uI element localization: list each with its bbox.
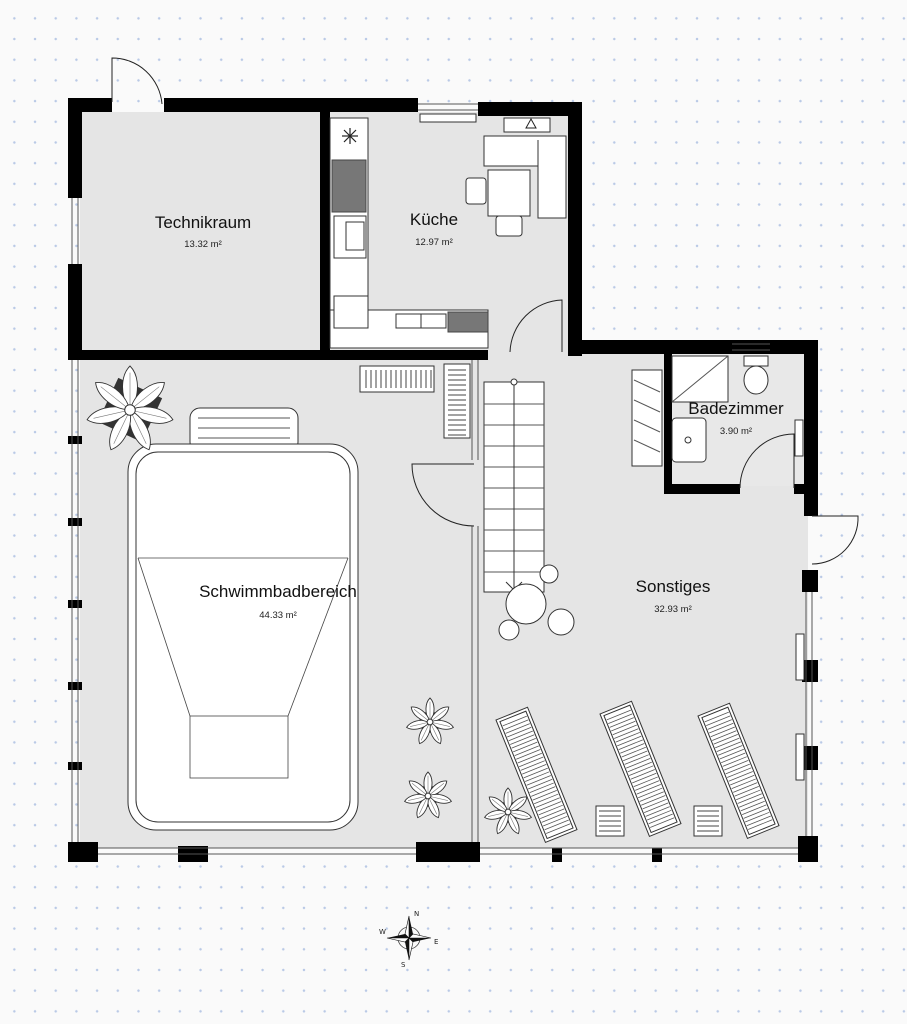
bathroom-fixtures [631, 355, 769, 467]
compass-n: N [414, 910, 419, 918]
room-area-sonstiges: 32.93 m² [654, 604, 692, 615]
wall-sonstiges-top [568, 340, 818, 354]
bench-vertical [443, 363, 471, 439]
chair-bottom [495, 215, 523, 237]
sun-lounger [495, 706, 578, 844]
plant-icon [483, 787, 533, 835]
chair-left [465, 177, 487, 205]
pool-floor-lines [137, 557, 349, 779]
doors [111, 57, 859, 565]
wall-kitchen-top-right [478, 102, 582, 116]
counter-corner [333, 295, 369, 329]
compass-w: W [379, 928, 386, 936]
wall-bottom-left [68, 842, 98, 862]
room-labels: Technikraum 13.32 m² Küche 12.97 m² Bade… [155, 210, 784, 621]
wall-bath-bottom-right [794, 484, 808, 494]
room-name-kueche: Küche [410, 210, 458, 229]
radiator-right-2 [795, 733, 805, 781]
windows [71, 103, 813, 855]
door-kitchen[interactable] [509, 299, 563, 353]
wall-bottom-mid [416, 842, 480, 862]
plant-icon [403, 771, 453, 819]
dining-table [487, 169, 531, 217]
wall-right-post-1 [802, 570, 818, 592]
wall-bottom-post-3 [652, 848, 662, 862]
floor-hall-strip [476, 330, 568, 354]
snowflake-icon [342, 128, 358, 144]
room-area-schwimmbad: 44.33 m² [259, 610, 297, 621]
wall-kitchen-right [568, 102, 582, 356]
plant-icon [86, 365, 174, 451]
floor-technikraum [80, 112, 323, 352]
bath-shelf [631, 369, 663, 467]
staircase [483, 378, 545, 593]
wall-technik-kitchen [320, 112, 330, 360]
wall-left-mid [68, 264, 82, 360]
kitchen-furniture [329, 117, 567, 349]
room-name-badezimmer: Badezimmer [688, 399, 784, 418]
room-name-schwimmbad: Schwimmbadbereich [199, 582, 357, 601]
swimming-pool [127, 407, 359, 831]
room-name-technikraum: Technikraum [155, 213, 251, 232]
plant-icon [405, 697, 455, 745]
wall-left-post-1 [68, 436, 82, 444]
sun-loungers [495, 700, 780, 844]
room-name-sonstiges: Sonstiges [636, 577, 711, 596]
wall-left-post-5 [68, 762, 82, 770]
sun-lounger [697, 702, 780, 840]
toilet-tank [743, 355, 769, 367]
bistro-table [498, 564, 575, 641]
pool-benches [359, 363, 471, 439]
room-area-kueche: 12.97 m² [415, 237, 453, 248]
hood-device [503, 117, 551, 133]
wall-left-post-3 [68, 600, 82, 608]
partition-wall [471, 360, 479, 842]
pool-inner [135, 451, 351, 823]
door-bathroom[interactable] [739, 433, 795, 489]
wall-bottom-post-2 [552, 848, 562, 862]
window-kitchen-blind [419, 113, 477, 123]
radiator-right-1 [795, 633, 805, 681]
sun-lounger [599, 700, 682, 838]
counter-bottom-dark [447, 311, 489, 333]
compass-e: E [434, 938, 438, 946]
door-pool[interactable] [411, 463, 475, 527]
room-area-technikraum: 13.32 m² [184, 239, 222, 250]
counter-dark-segment [331, 159, 367, 213]
wall-left-post-2 [68, 518, 82, 526]
toilet [743, 365, 769, 395]
wall-left-upper [68, 98, 82, 198]
washbasin [671, 417, 707, 463]
wall-bath-left [664, 354, 672, 494]
plants [86, 365, 533, 835]
oven-inner [345, 221, 365, 251]
radiator-bath [794, 419, 804, 457]
side-tables [595, 805, 723, 837]
compass-rose-icon: N E S W [379, 910, 438, 969]
compass-s: S [401, 961, 406, 969]
bench-horizontal [359, 365, 435, 393]
wall-bottom-right [798, 836, 818, 862]
wall-right-upper [804, 340, 818, 516]
room-area-badezimmer: 3.90 m² [720, 426, 752, 437]
wall-technik-bottom [68, 350, 488, 360]
wall-bath-bottom-left [664, 484, 740, 494]
wall-left-post-4 [68, 682, 82, 690]
wall-technik-top-right [164, 98, 418, 112]
door-exterior-right[interactable] [811, 515, 859, 565]
corner-bench [483, 135, 567, 219]
door-technikraum-entry[interactable] [111, 57, 163, 105]
